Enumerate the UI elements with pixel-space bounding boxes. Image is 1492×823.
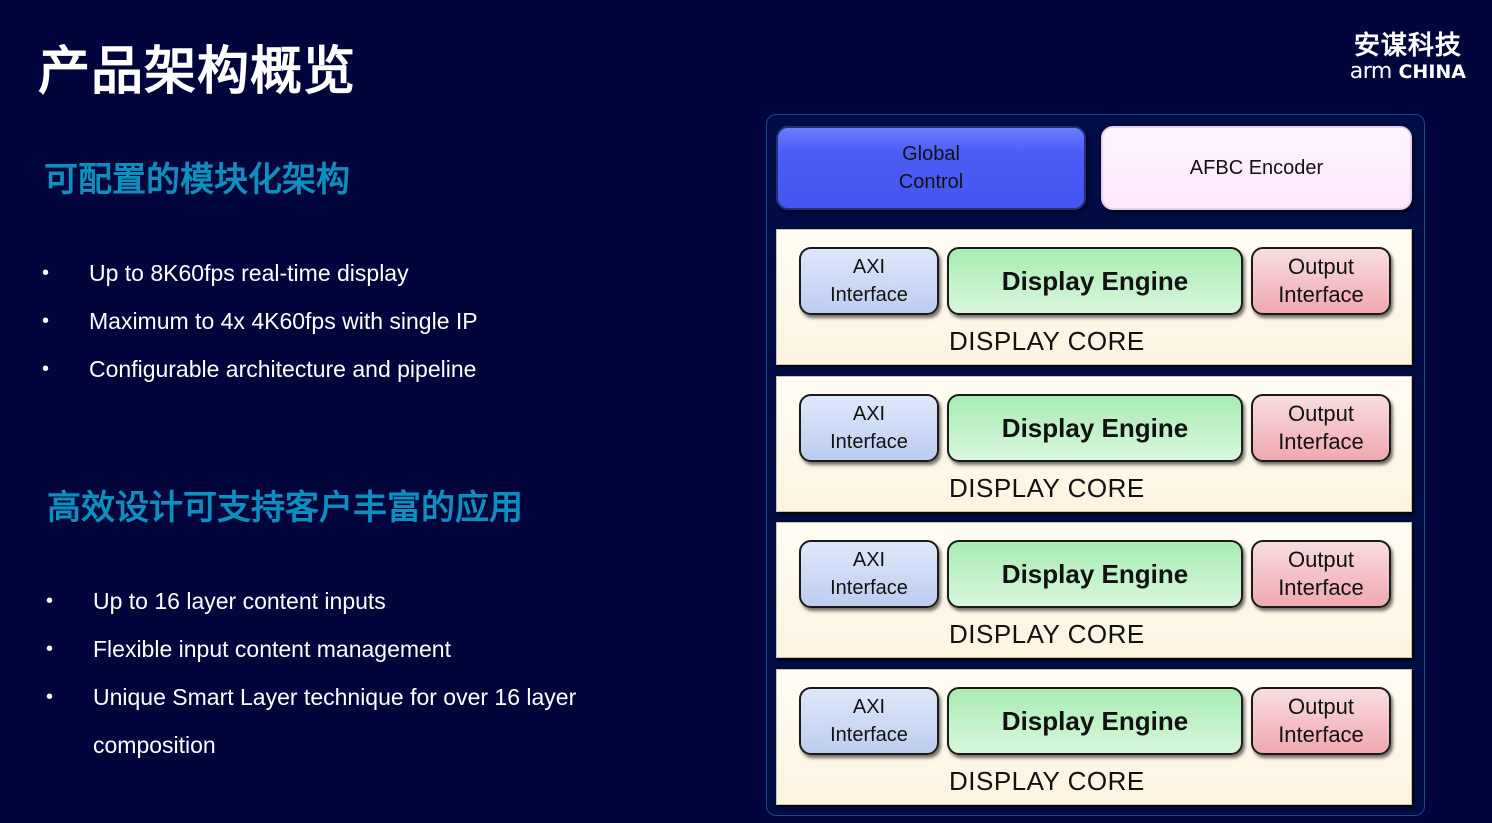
axi-line2: Interface [830, 724, 908, 746]
axi-line1: AXI [852, 256, 886, 278]
arm-china-logo: 安谋科技 arm CHINA [1349, 30, 1466, 84]
output-line1: Output [1287, 254, 1355, 279]
output-line1: Output [1287, 547, 1355, 572]
list-item: • Flexible input content management [46, 625, 636, 673]
output-line2: Interface [1278, 575, 1364, 600]
bullet-text: Maximum to 4x 4K60fps with single IP [89, 308, 478, 334]
axi-interface-block: AXI Interface [799, 394, 939, 462]
bullet-text: Unique Smart Layer technique for over 16… [93, 684, 577, 758]
display-core-label: DISPLAY CORE [949, 473, 1145, 503]
list-item: • Up to 8K60fps real-time display [42, 249, 478, 297]
axi-line2: Interface [830, 577, 908, 599]
axi-line1: AXI [852, 549, 886, 571]
axi-interface-block: AXI Interface [799, 540, 939, 608]
axi-line1: AXI [852, 696, 886, 718]
section-heading-modular: 可配置的模块化架构 [44, 160, 350, 200]
bullet-text: Configurable architecture and pipeline [89, 356, 477, 382]
bullet-text: Flexible input content management [93, 636, 451, 662]
axi-line2: Interface [830, 431, 908, 453]
display-engine-block: Display Engine [947, 687, 1243, 755]
bullet-icon: • [42, 358, 50, 380]
bullet-icon: • [46, 686, 54, 708]
axi-interface-block: AXI Interface [799, 687, 939, 755]
axi-line1: AXI [852, 403, 886, 425]
global-control-line2: Control [898, 171, 964, 193]
list-item: • Maximum to 4x 4K60fps with single IP [42, 297, 478, 345]
bullet-icon: • [46, 638, 54, 660]
list-item: • Configurable architecture and pipeline [42, 345, 478, 393]
output-line1: Output [1287, 401, 1355, 426]
bullet-list-applications: • Up to 16 layer content inputs • Flexible… [46, 577, 636, 769]
global-control-line1: Global [902, 143, 960, 165]
output-line2: Interface [1278, 429, 1364, 454]
list-item: • Unique Smart Layer technique for over 1… [46, 673, 636, 769]
afbc-encoder-block: AFBC Encoder [1101, 126, 1412, 210]
display-engine-block: Display Engine [947, 394, 1243, 462]
display-engine-block: Display Engine [947, 540, 1243, 608]
output-line2: Interface [1278, 722, 1364, 747]
bullet-icon: • [42, 310, 50, 332]
output-line1: Output [1287, 694, 1355, 719]
logo-chinese-text: 安谋科技 [1353, 31, 1462, 61]
bullet-text: Up to 8K60fps real-time display [89, 260, 409, 286]
display-core-label: DISPLAY CORE [949, 619, 1145, 649]
bullet-text: Up to 16 layer content inputs [93, 588, 386, 614]
display-core-label: DISPLAY CORE [949, 766, 1145, 796]
display-engine-block: Display Engine [947, 247, 1243, 315]
bullet-icon: • [42, 262, 50, 284]
logo-arm-text: arm [1349, 59, 1393, 84]
logo-english-text: arm CHINA [1349, 59, 1466, 84]
page-title: 产品架构概览 [38, 42, 357, 102]
bullet-icon: • [46, 590, 54, 612]
output-line2: Interface [1278, 282, 1364, 307]
bullet-list-modular: • Up to 8K60fps real-time display • Maximu… [42, 249, 478, 393]
display-core-label: DISPLAY CORE [949, 326, 1145, 356]
section-heading-applications: 高效设计可支持客户丰富的应用 [47, 488, 523, 528]
axi-interface-block: AXI Interface [799, 247, 939, 315]
axi-line2: Interface [830, 284, 908, 306]
logo-china-text: CHINA [1398, 61, 1466, 83]
list-item: • Up to 16 layer content inputs [46, 577, 636, 625]
